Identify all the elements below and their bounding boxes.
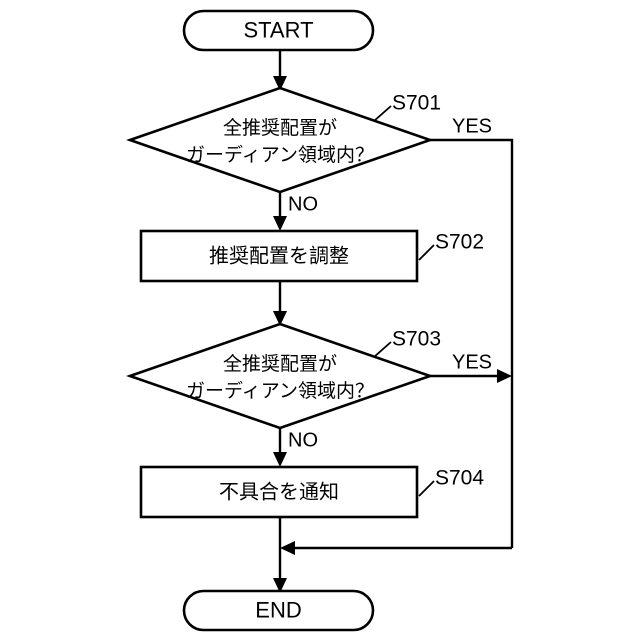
- node-process-s702[interactable]: 推奨配置を調整: [139, 229, 419, 283]
- step-id-s703-group: S703: [373, 328, 441, 358]
- connector-decision1-yes-rail: [430, 138, 514, 548]
- node-start[interactable]: START: [182, 9, 375, 52]
- decision1-diamond-shape: [126, 86, 434, 194]
- step-id-s702: S702: [435, 231, 484, 254]
- connector-decision2-yes-to-rail: [430, 369, 512, 383]
- end-label: END: [255, 597, 301, 622]
- connector-process1-to-decision2: [273, 281, 287, 326]
- process1-label: 推奨配置を調整: [209, 244, 349, 267]
- decision2-diamond-shape: [126, 322, 434, 430]
- end-terminator-shape: [182, 589, 375, 632]
- connector-start-to-decision1: [273, 50, 287, 91]
- s702-leader-line: [418, 244, 435, 261]
- process1-rect-shape: [139, 229, 419, 283]
- step-id-s703: S703: [392, 328, 441, 351]
- node-decision-s701[interactable]: 全推奨配置が ガーディアン領域内？: [126, 86, 434, 194]
- start-terminator-shape: [182, 9, 375, 52]
- node-process-s704[interactable]: 不具合を通知: [139, 465, 419, 519]
- connector-rail-to-merge: [280, 541, 512, 555]
- process2-label: 不具合を通知: [219, 480, 339, 503]
- decision1-no-label: NO: [288, 193, 318, 215]
- connector-merge-to-end: [273, 549, 287, 593]
- step-id-s701-group: S701: [373, 92, 441, 122]
- node-end[interactable]: END: [182, 589, 375, 632]
- decision2-text-line1: 全推奨配置が: [223, 353, 337, 375]
- decision1-text-line1: 全推奨配置が: [223, 117, 337, 139]
- decision2-yes-label: YES: [452, 351, 492, 373]
- decision2-text-line2: ガーディアン領域内？: [186, 380, 374, 402]
- process2-rect-shape: [139, 465, 419, 519]
- s701-leader-line: [373, 105, 392, 122]
- decision1-yes-label: YES: [452, 115, 492, 137]
- connector-decision1-no-to-process1: [273, 192, 287, 231]
- decision2-no-label: NO: [288, 429, 318, 451]
- node-decision-s703[interactable]: 全推奨配置が ガーディアン領域内？: [126, 322, 434, 430]
- s703-leader-line: [373, 341, 392, 358]
- step-id-s704-group: S704: [418, 467, 484, 497]
- step-id-s701: S701: [392, 92, 441, 115]
- step-id-s702-group: S702: [418, 231, 484, 261]
- step-id-s704: S704: [435, 467, 484, 490]
- connector-decision2-no-to-process2: [273, 428, 287, 467]
- s704-leader-line: [418, 480, 435, 497]
- start-label: START: [243, 17, 313, 42]
- decision1-text-line2: ガーディアン領域内？: [186, 144, 374, 166]
